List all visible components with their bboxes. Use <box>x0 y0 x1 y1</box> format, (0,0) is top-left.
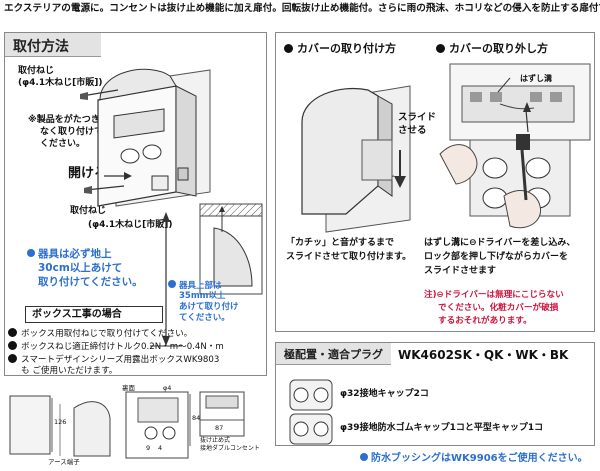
outlet-label-1: 抜け止め式 <box>200 437 231 444</box>
screw-top-label: 取付ねじ <box>18 66 55 76</box>
bullet-icon <box>8 354 17 363</box>
groove-label: はずし溝 <box>520 74 552 83</box>
install-note-1: ※製品をがたつき <box>28 115 100 125</box>
drawing-phi-label: φ4 <box>163 384 172 392</box>
fitting-tag: 極配置・適合プラグ <box>276 343 391 365</box>
install-note-3: ください。 <box>40 139 86 149</box>
box-work-title: ボックス工事の場合 <box>32 309 122 320</box>
warning-2: でください。化粧カバーが破損 <box>438 303 559 313</box>
remove-desc-3: スライドさせます <box>424 266 497 276</box>
fitting-item-2: φ39接地防水ゴムキャップ1コと平型キャップ1コ <box>340 423 544 433</box>
dim-84: 84 <box>192 414 201 422</box>
fitting-item-1: φ32接地キャップ2コ <box>340 389 429 399</box>
warning-3: するおそれがあります。 <box>438 316 532 326</box>
drawing-back-label: 裏面 <box>122 384 135 392</box>
height-note-1: 器具は必ず地上 <box>27 248 112 261</box>
footer-note: 防水ブッシングはWK9906をご使用ください。 <box>360 453 588 466</box>
screw-top-spec: (φ4.1木ねじ[市販]) <box>18 78 103 88</box>
outlet-label-2: 接地ダブルコンセント <box>200 445 260 452</box>
remove-title: カバーの取り外し方 <box>436 42 548 56</box>
screw-bottom-spec: (φ4.1木ねじ[市販]) <box>88 220 173 230</box>
height-note-2: 30cm以上あけて <box>38 262 123 274</box>
dim-4: 4 <box>158 444 163 452</box>
box-work-item-4: も ご使用いただけます。 <box>21 366 118 376</box>
box-work-item-3: スマートデザインシリーズ用露出ボックスWK9803 <box>8 354 219 366</box>
attach-desc-2: スライドさせて取り付けます。 <box>286 252 412 262</box>
box-work-title-box: ボックス工事の場合 <box>25 306 163 323</box>
header-text: エクステリアの電源に。コンセントは抜け止め機能に加え扉付。回転抜け止め機能付。さ… <box>4 3 600 14</box>
dim-126: 126 <box>54 418 67 426</box>
slide-label-1: スライド <box>398 112 437 123</box>
remove-desc-2: ロック部を押し下げながらカバーを <box>424 252 569 262</box>
box-work-item-2: ボックスねじ適正締付けトルク0.2N・m～0.4N・m <box>8 341 224 353</box>
bullet-icon <box>436 44 445 53</box>
bullet-icon <box>284 44 293 53</box>
slide-label-2: させる <box>398 125 427 136</box>
gap-note-4: てください。 <box>179 313 230 323</box>
earth-terminal-label: アース端子 <box>48 458 80 466</box>
bullet-icon <box>27 249 35 257</box>
dim-87: 87 <box>215 424 224 432</box>
install-title: 取付方法 <box>5 33 101 57</box>
bullet-icon <box>168 280 176 288</box>
warning-1: 注)⊖ドライバーは無理にこじらない <box>424 290 564 300</box>
box-work-item-1: ボックス用取付ねじで取り付けてください。 <box>8 328 192 340</box>
gap-note-1: 器具上部は <box>168 280 222 292</box>
gap-note-2: 35mm以上 <box>179 291 226 301</box>
bullet-icon <box>8 341 17 350</box>
dim-9: 9 <box>146 444 151 452</box>
bullet-icon <box>8 328 17 337</box>
install-note-2: なく取り付けて <box>40 127 104 137</box>
height-note-3: 取り付けてください。 <box>38 276 143 288</box>
bullet-icon <box>360 453 368 461</box>
attach-title: カバーの取り付け方 <box>284 42 396 56</box>
attach-desc-1: 「カチッ」と音がするまで <box>286 238 395 248</box>
open-label: 開ける <box>68 166 108 181</box>
fitting-model: WK4602SK・QK・WK・BK <box>398 348 569 362</box>
gap-note-3: あけて取り付け <box>179 302 239 312</box>
screw-bottom-label: 取付ねじ <box>70 206 107 216</box>
remove-desc-1: はずし溝に⊖ドライバーを差し込み、 <box>424 238 576 248</box>
